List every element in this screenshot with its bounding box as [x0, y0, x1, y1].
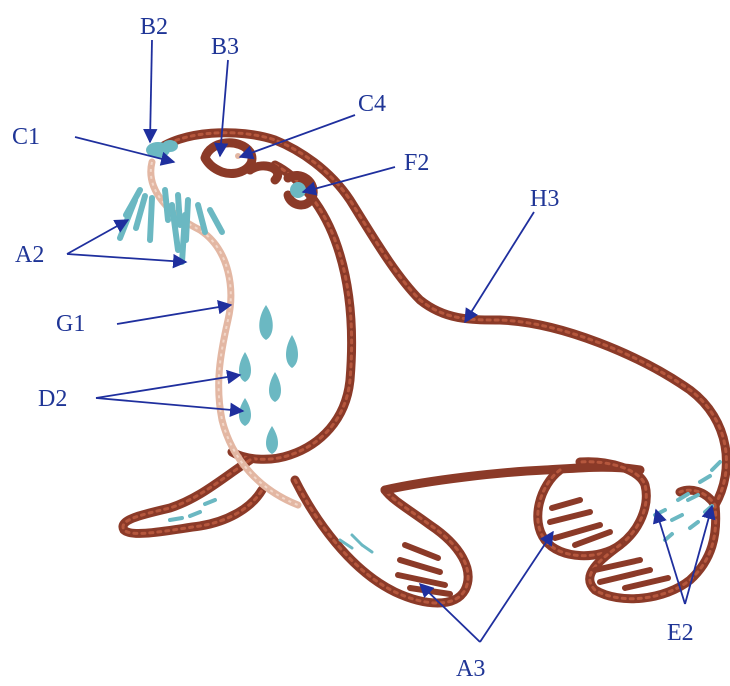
label-a2: A2: [15, 242, 44, 268]
arrow-f2: [303, 167, 395, 192]
label-b3: B3: [211, 34, 239, 60]
label-a3: A3: [456, 656, 485, 682]
label-b2: B2: [140, 14, 168, 40]
body-outline: [123, 133, 726, 603]
label-d2: D2: [38, 386, 67, 412]
arrow-b2: [150, 40, 152, 142]
arrow-h3: [465, 212, 534, 322]
whiskers: [120, 190, 222, 262]
label-c4: C4: [358, 91, 386, 117]
eye-highlight: [235, 153, 241, 159]
label-e2: E2: [667, 620, 694, 646]
label-h3: H3: [530, 186, 559, 212]
arrow-a2-lower: [67, 254, 186, 262]
label-c1: C1: [12, 124, 40, 150]
sea-lion-figure: [120, 133, 726, 603]
chest-spots: [239, 305, 298, 454]
ear-spot: [290, 182, 306, 198]
label-f2: F2: [404, 150, 429, 176]
rear-flipper-stripes: [550, 500, 668, 588]
label-g1: G1: [56, 311, 85, 337]
arrow-g1: [117, 305, 231, 324]
arrow-a3-right: [480, 532, 553, 642]
